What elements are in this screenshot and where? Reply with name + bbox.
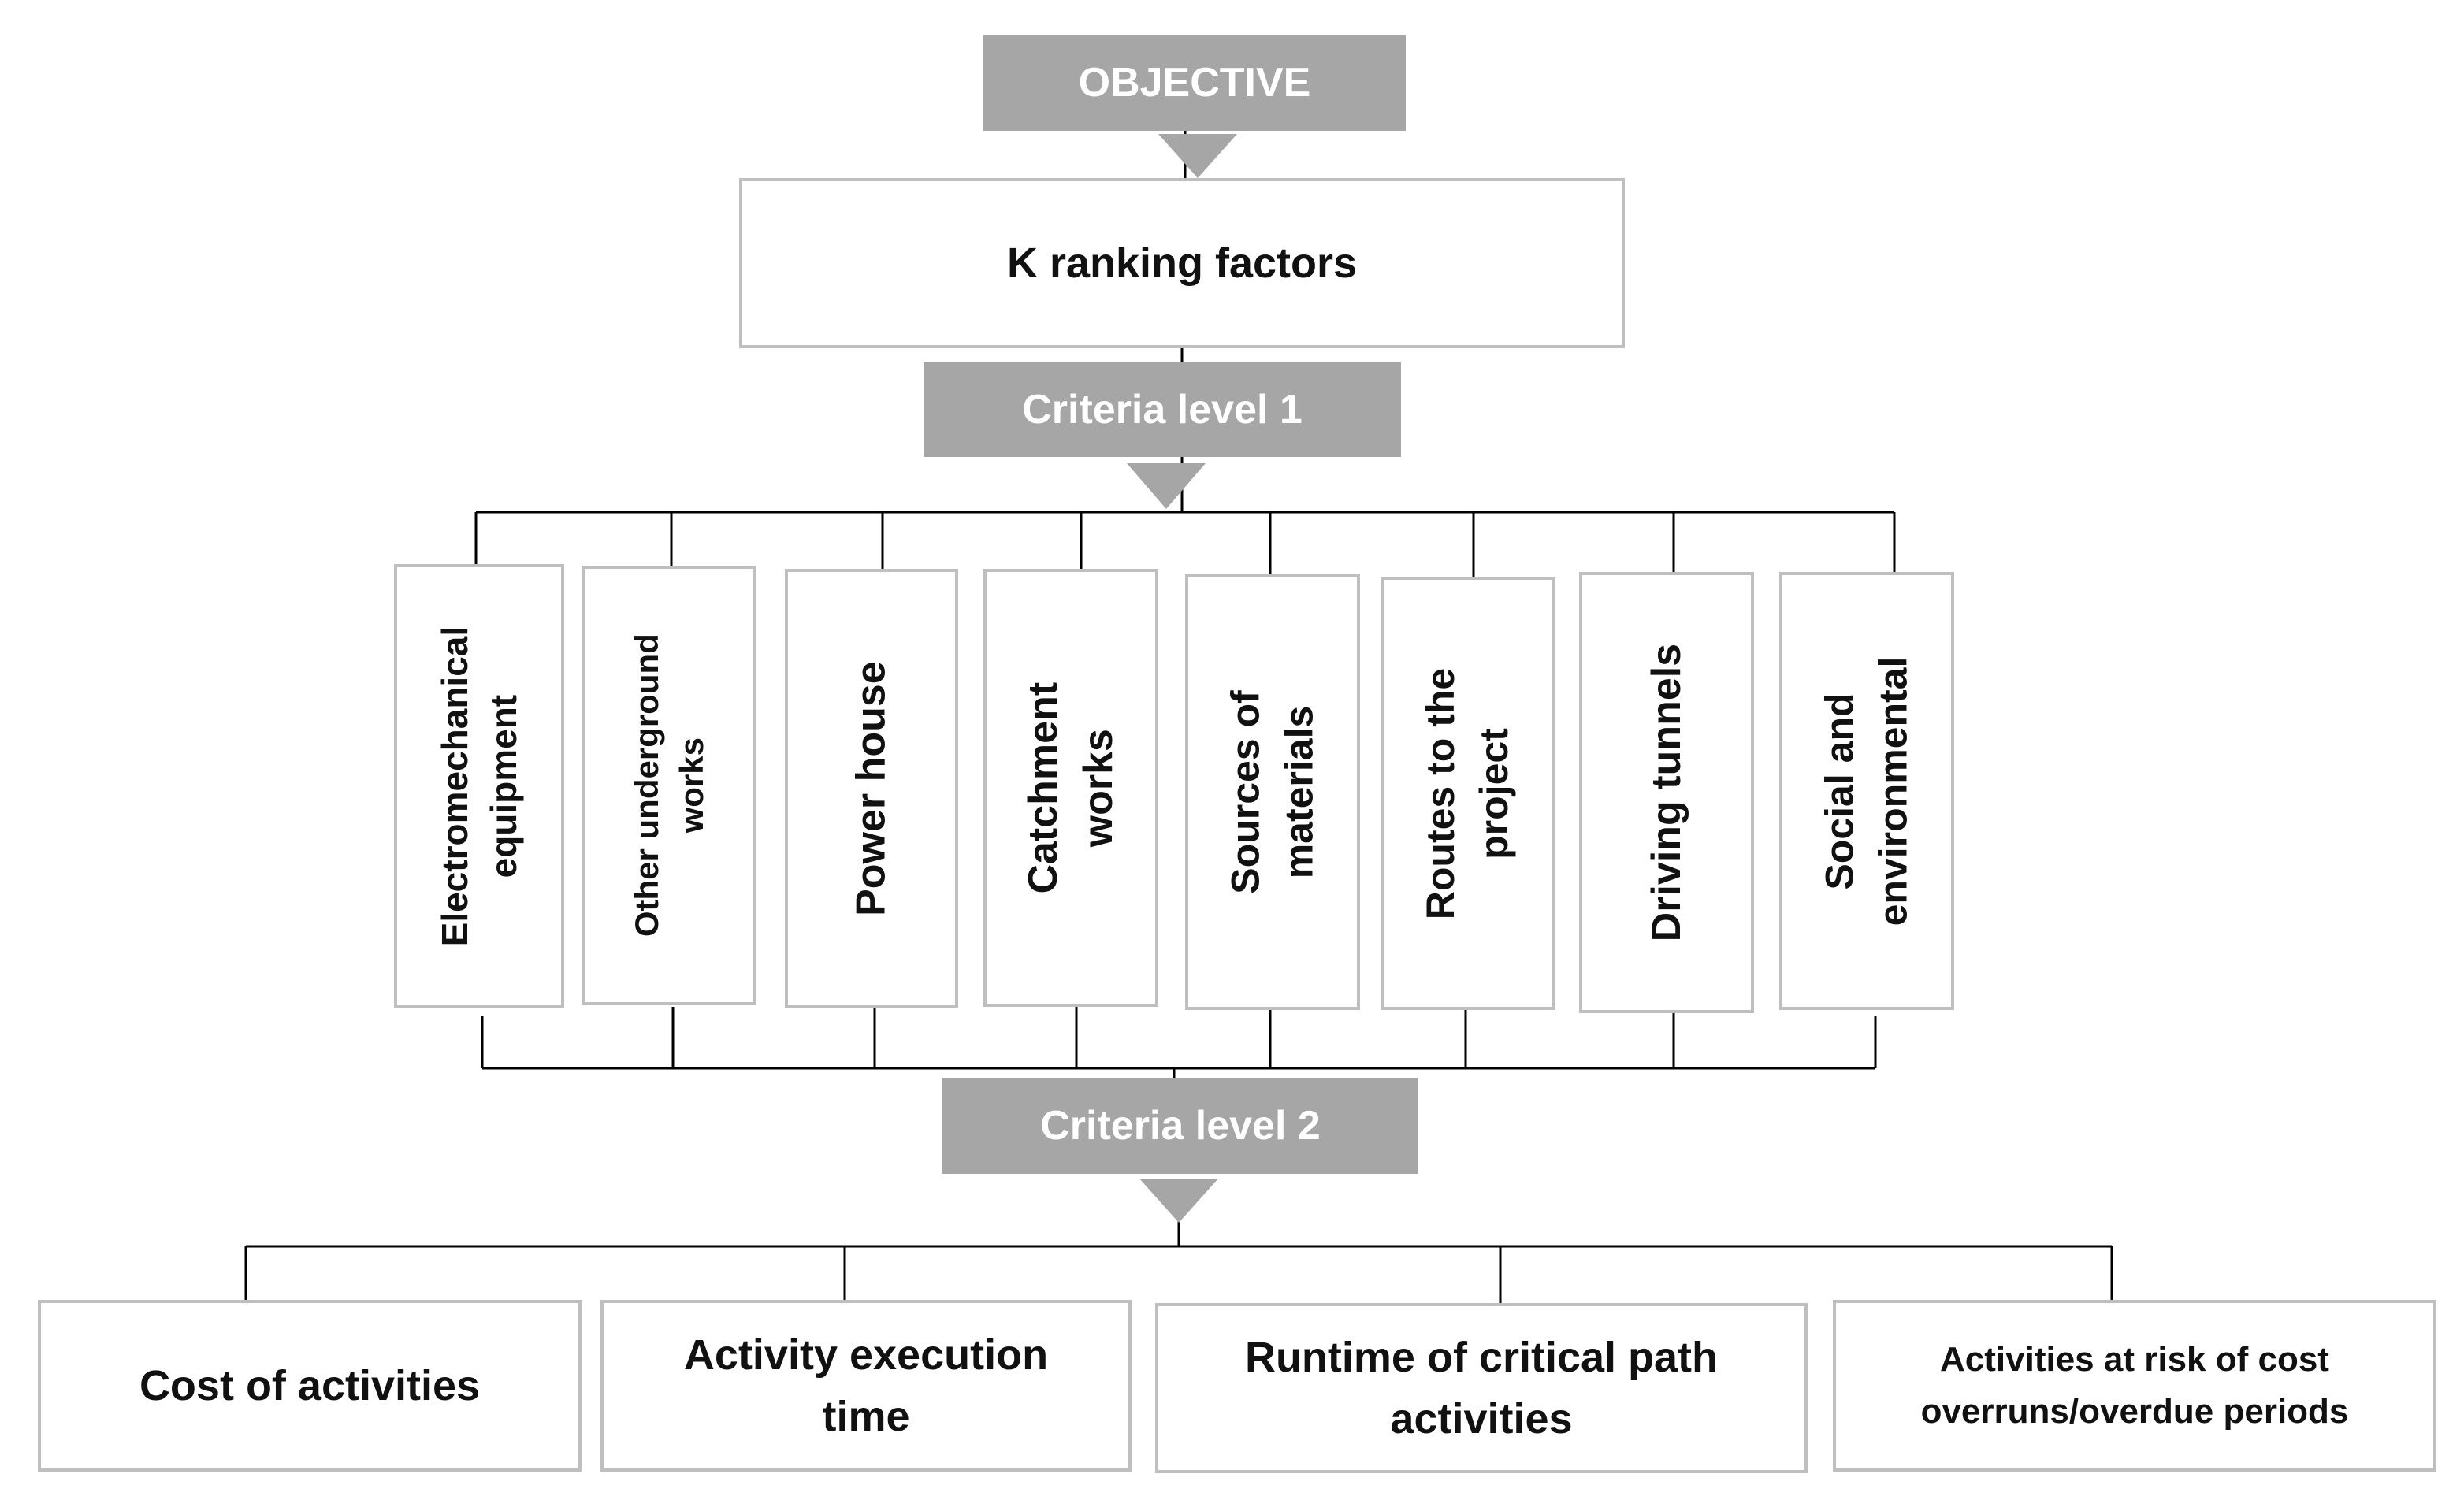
objective-header: OBJECTIVE	[983, 35, 1406, 131]
criterion-social-and-environmental: Social and environmental	[1779, 572, 1954, 1010]
criteria-level-2-header: Criteria level 2	[942, 1078, 1418, 1174]
criterion-label: Sources of materials	[1223, 689, 1321, 894]
goal-box: K ranking factors	[739, 178, 1625, 348]
criterion-routes-to-the-project: Routes to the project	[1381, 577, 1555, 1010]
criterion-label: Driving tunnels	[1643, 643, 1689, 942]
criteria-level-1-label: Criteria level 1	[1022, 387, 1303, 433]
criterion-sources-of-materials: Sources of materials	[1185, 574, 1360, 1010]
criterion-label: Routes to the project	[1418, 667, 1517, 919]
criteria-level-1-header: Criteria level 1	[924, 362, 1401, 457]
criterion-label: Catchment works	[1020, 681, 1121, 894]
criterion-activities-at-risk: Activities at risk of cost overruns/over…	[1833, 1300, 2436, 1472]
goal-label: K ranking factors	[1006, 239, 1358, 287]
criterion-other-underground-works: Other underground works	[582, 566, 756, 1005]
criterion-label: Social and environmental	[1817, 656, 1916, 926]
criterion-label: Electromechanical equipment	[433, 626, 524, 947]
arrow-down-icon	[1127, 463, 1206, 509]
criterion-label: Other underground works	[627, 633, 710, 938]
criterion-catchment-works: Catchment works	[983, 569, 1158, 1007]
arrow-down-icon	[1158, 134, 1237, 178]
criterion-electromechanical-equipment: Electromechanical equipment	[394, 564, 564, 1008]
arrow-down-icon	[1139, 1179, 1218, 1223]
criteria-level-2-label: Criteria level 2	[1040, 1103, 1321, 1149]
objective-label: OBJECTIVE	[1078, 60, 1311, 106]
criterion-driving-tunnels: Driving tunnels	[1579, 572, 1754, 1013]
criterion-power-house: Power house	[785, 569, 958, 1008]
criterion-activity-execution-time: Activity execution time	[600, 1300, 1132, 1472]
criterion-cost-of-activities: Cost of activities	[38, 1300, 582, 1472]
criterion-label: Power house	[848, 661, 894, 916]
criterion-runtime-of-critical-path-activities: Runtime of critical path activities	[1155, 1303, 1808, 1473]
